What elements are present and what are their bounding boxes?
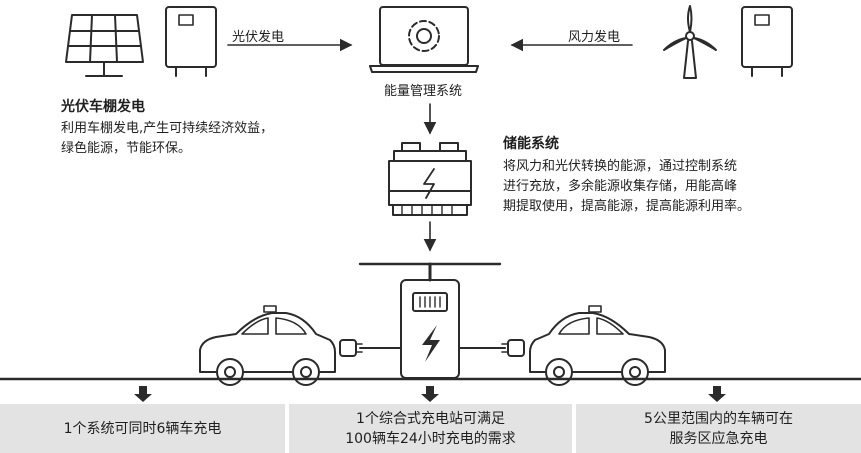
car-icon — [199, 305, 336, 386]
solar-panel-icon — [65, 14, 144, 77]
plug-icon — [339, 339, 363, 357]
info-box-capacity: 1个系统可同时6辆车充电 — [0, 404, 285, 453]
battery-icon — [388, 142, 472, 216]
car-icon — [529, 305, 666, 386]
label-energy-management: 能量管理系统 — [384, 84, 463, 99]
info-box-line: 1个综合式充电站可满足 — [356, 410, 505, 427]
info-box-line: 5公里范围内的车辆可在 — [644, 410, 793, 427]
pv-description: 利用车棚发电,产生可持续经济效益， 绿色能源，节能环保。 — [61, 119, 273, 159]
canopy-icon — [358, 262, 502, 282]
info-box-line: 1个系统可同时6辆车充电 — [63, 420, 222, 437]
info-box-line: 服务区应急充电 — [669, 430, 768, 447]
storage-title: 储能系统 — [503, 136, 559, 152]
charging-station-icon — [400, 279, 460, 379]
pv-description-line: 绿色能源，节能环保。 — [61, 141, 192, 156]
arrow-down-icon — [708, 386, 726, 402]
bolt-icon — [422, 325, 440, 362]
plug-icon — [501, 339, 525, 357]
label-pv-generation: 光伏发电 — [232, 30, 285, 45]
inverter-icon — [741, 6, 793, 77]
pv-title: 光伏车棚发电 — [61, 99, 145, 115]
laptop-gear-icon — [369, 6, 479, 73]
label-wind-generation: 风力发电 — [568, 30, 621, 45]
pv-description-line: 利用车棚发电,产生可持续经济效益， — [61, 121, 274, 136]
storage-description-line: 期提取使用，提高能源，提高能源利用率。 — [503, 199, 751, 214]
info-box-emergency: 5公里范围内的车辆可在 服务区应急充电 — [576, 404, 861, 453]
arrow-down-icon — [134, 386, 152, 402]
wind-turbine-icon — [663, 5, 717, 79]
storage-description: 将风力和光伏转换的能源，通过控制系统 进行充放，多余能源收集存储，用能高峰 期提… — [503, 157, 750, 217]
inverter-icon — [165, 6, 217, 77]
storage-description-line: 将风力和光伏转换的能源，通过控制系统 — [503, 159, 738, 174]
info-box-daily-service: 1个综合式充电站可满足 100辆车24小时充电的需求 — [289, 404, 572, 453]
storage-description-line: 进行充放，多余能源收集存储，用能高峰 — [503, 179, 738, 194]
arrow-down-icon — [421, 386, 439, 402]
info-box-line: 100辆车24小时充电的需求 — [345, 430, 516, 447]
